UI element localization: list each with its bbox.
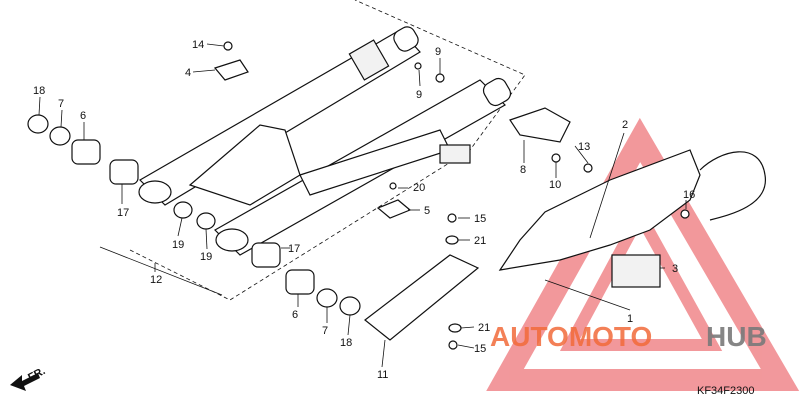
seal-18-top [27,114,49,134]
part-labels: 14 4 9 9 18 7 6 17 19 19 17 12 20 5 15 2… [33,39,695,381]
bushing-17-top [109,159,139,185]
label-7a: 7 [58,98,64,110]
bolt-15-top [447,213,457,223]
chain-case-2 [498,149,701,271]
small-parts [213,41,690,350]
washer-21-top [445,235,459,245]
bearing-7-bottom [316,288,338,308]
watermark-text-gray: HUB [706,321,767,352]
bolt-16 [680,209,690,219]
label-9b: 9 [416,89,422,101]
swingarm-lower-end [482,77,512,107]
pivot-tube-front [138,180,172,204]
washer-21-bottom [448,323,462,333]
drive-chain [699,151,766,221]
label-20: 20 [413,182,425,194]
clamp-5 [376,199,412,219]
label-17b: 17 [288,243,300,255]
swingarm-upper-end [393,26,419,52]
label-14a: 14 [192,39,204,51]
diagram-code: KF34F2300 [697,385,754,397]
swingarm-pivot-bracket [188,124,301,206]
label-9a: 9 [435,46,441,58]
bearing-7-top [49,126,71,146]
watermark-triangle [486,117,800,391]
label-21a: 21 [474,235,486,247]
label-12: 12 [150,274,162,286]
watermark-text-orange: AUTOMOTO [490,321,652,352]
rubber-3 [611,254,661,288]
label-3: 3 [672,263,678,275]
watermark-logo [486,117,800,391]
label-15b: 15 [474,343,486,355]
front-label: FR. [26,365,47,384]
label-8: 8 [520,164,526,176]
chain-slider-mount [348,39,390,81]
label-7b: 7 [322,325,328,337]
bolt-20 [389,182,397,190]
label-5: 5 [424,205,430,217]
watermark-triangle-inner [559,202,723,351]
pivot-tube-rear [215,228,249,252]
clip-4 [213,59,249,81]
label-11: 11 [377,369,388,381]
label-19a: 19 [172,239,184,251]
seal-19-a [173,201,193,219]
watermark-text: AUTOMOTO HUB [490,321,767,352]
label-6a: 6 [80,110,86,122]
bolt-13 [583,163,593,173]
label-13: 13 [578,141,590,153]
bushing-17-bottom [251,242,281,268]
seal-18-bottom [339,296,361,316]
label-18b: 18 [340,337,352,349]
label-15a: 15 [474,213,486,225]
chain-slider-11 [364,254,480,341]
label-2: 2 [622,119,628,131]
label-6b: 6 [292,309,298,321]
bolt-9-top [435,73,445,83]
collar-6-bottom [285,269,315,295]
front-arrow-icon [10,373,40,391]
seal-19-b [196,212,216,230]
bolt-15-bottom [448,340,458,350]
collar-6-top [71,139,101,165]
label-1: 1 [627,313,633,325]
leader-lines [38,43,687,368]
label-10: 10 [549,179,561,191]
bolt-9-left [414,62,422,70]
label-21b: 21 [478,322,490,334]
label-18a: 18 [33,85,45,97]
label-16: 16 [683,189,695,201]
bolt-10 [551,153,561,163]
label-19b: 19 [200,251,212,263]
bracket-8 [509,107,571,143]
label-17a: 17 [117,207,129,219]
bracket-plate [439,144,471,164]
swingarm [138,26,512,256]
bolt-14 [223,41,233,51]
front-direction: FR. [10,365,47,391]
chain-guard [498,149,766,288]
label-4: 4 [185,67,191,79]
